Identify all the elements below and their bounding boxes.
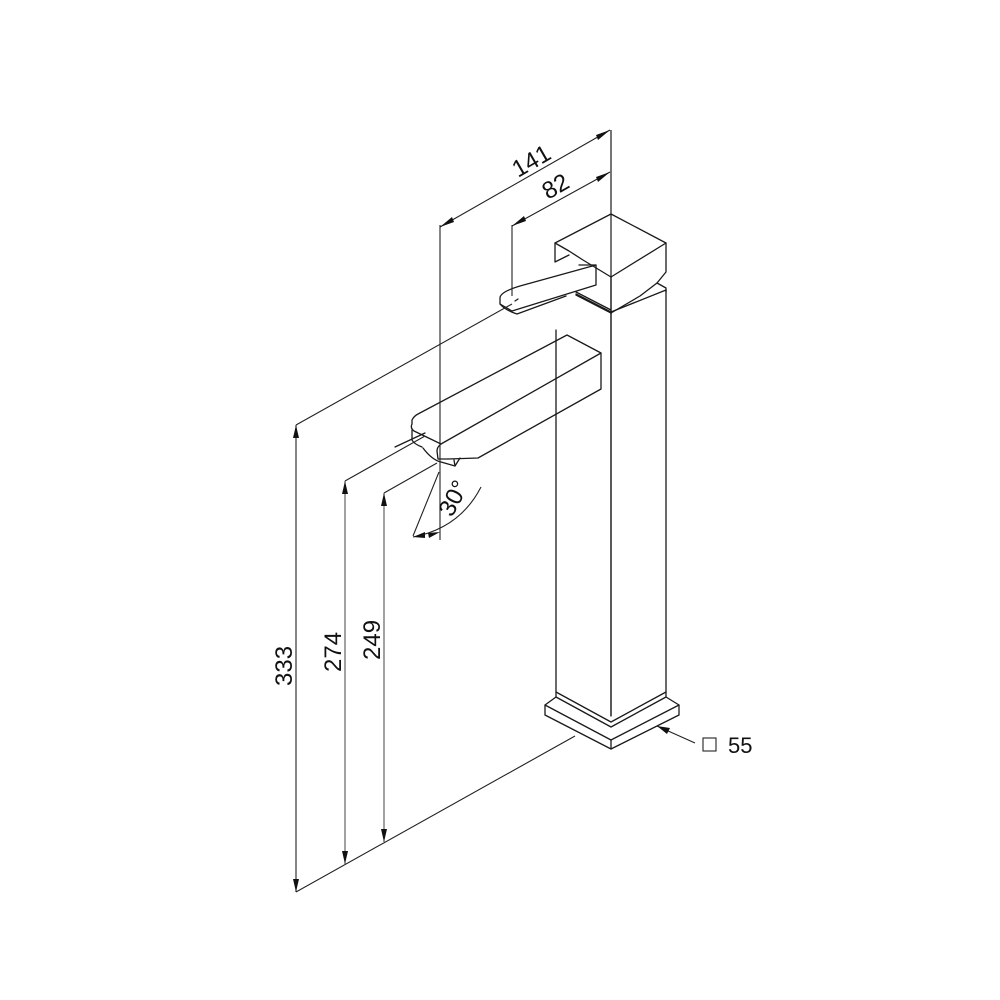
dimension-333-label: 333: [271, 646, 298, 686]
dimension-274: 274: [320, 435, 426, 864]
dimension-249-label: 249: [359, 620, 386, 660]
dimension-base-label: 55: [728, 733, 752, 758]
dimension-141: 141: [439, 129, 611, 228]
spout: [394, 334, 602, 467]
lever-handle: [499, 264, 597, 315]
base-plate: [544, 691, 680, 750]
dimension-249: 249: [359, 462, 438, 842]
dimension-333: 333: [271, 303, 576, 893]
dimension-274-label: 274: [320, 632, 347, 672]
dimension-base-55: 55: [656, 725, 752, 758]
dimension-82-label: 82: [538, 168, 575, 205]
dimension-angle-30: 30°: [412, 471, 482, 538]
reference-lines: [439, 130, 612, 716]
